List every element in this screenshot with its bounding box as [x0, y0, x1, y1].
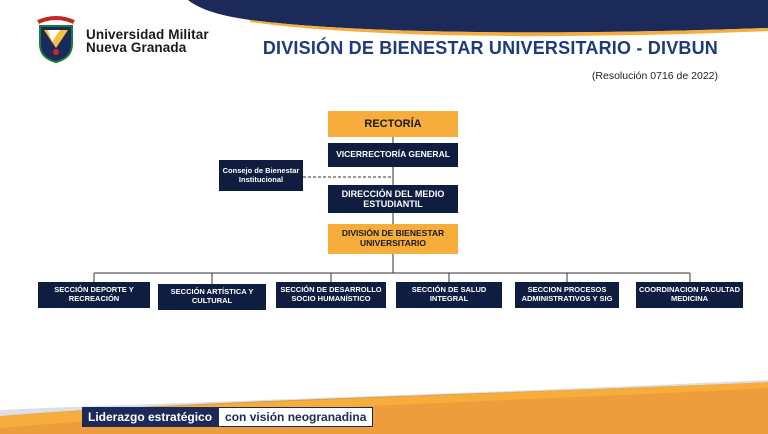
university-name: Universidad Militar Nueva Granada	[86, 27, 209, 55]
box-seccion-desarrollo: SECCIÓN DE DESARROLLO SOCIO HUMANÍSTICO	[276, 282, 386, 308]
box-coordinacion-medicina: COORDINACION FACULTAD MEDICINA	[636, 282, 743, 308]
slogan-part-2: con visión neogranadina	[218, 407, 374, 427]
page-title: DIVISIÓN DE BIENESTAR UNIVERSITARIO - DI…	[262, 38, 718, 58]
university-name-line2: Nueva Granada	[86, 40, 187, 55]
box-consejo-bienestar: Consejo de Bienestar Institucional	[219, 160, 303, 191]
header-swoosh	[188, 0, 768, 37]
box-division-bienestar: DIVISIÓN DE BIENESTAR UNIVERSITARIO	[328, 224, 458, 254]
university-shield-logo	[37, 16, 75, 64]
slogan-part-1: Liderazgo estratégico	[82, 407, 219, 427]
box-seccion-deporte: SECCIÓN DEPORTE Y RECREACIÓN	[38, 282, 150, 308]
box-seccion-procesos: SECCION PROCESOS ADMINISTRATIVOS Y SIG	[515, 282, 619, 308]
box-seccion-artistica: SECCIÓN ARTÍSTICA Y CULTURAL	[158, 284, 266, 310]
box-direccion-medio-estudiantil: DIRECCIÓN DEL MEDIO ESTUDIANTIL	[328, 185, 458, 213]
resolution-note: (Resolución 0716 de 2022)	[591, 70, 718, 82]
box-seccion-salud: SECCIÓN DE SALUD INTEGRAL	[396, 282, 502, 308]
box-rectoria: RECTORÍA	[328, 111, 458, 137]
footer-slogan: Liderazgo estratégico con visión neogran…	[82, 407, 374, 427]
university-name-line1: Universidad Militar	[86, 27, 209, 42]
box-vicerrectoria-general: VICERRECTORÍA GENERAL	[328, 143, 458, 167]
